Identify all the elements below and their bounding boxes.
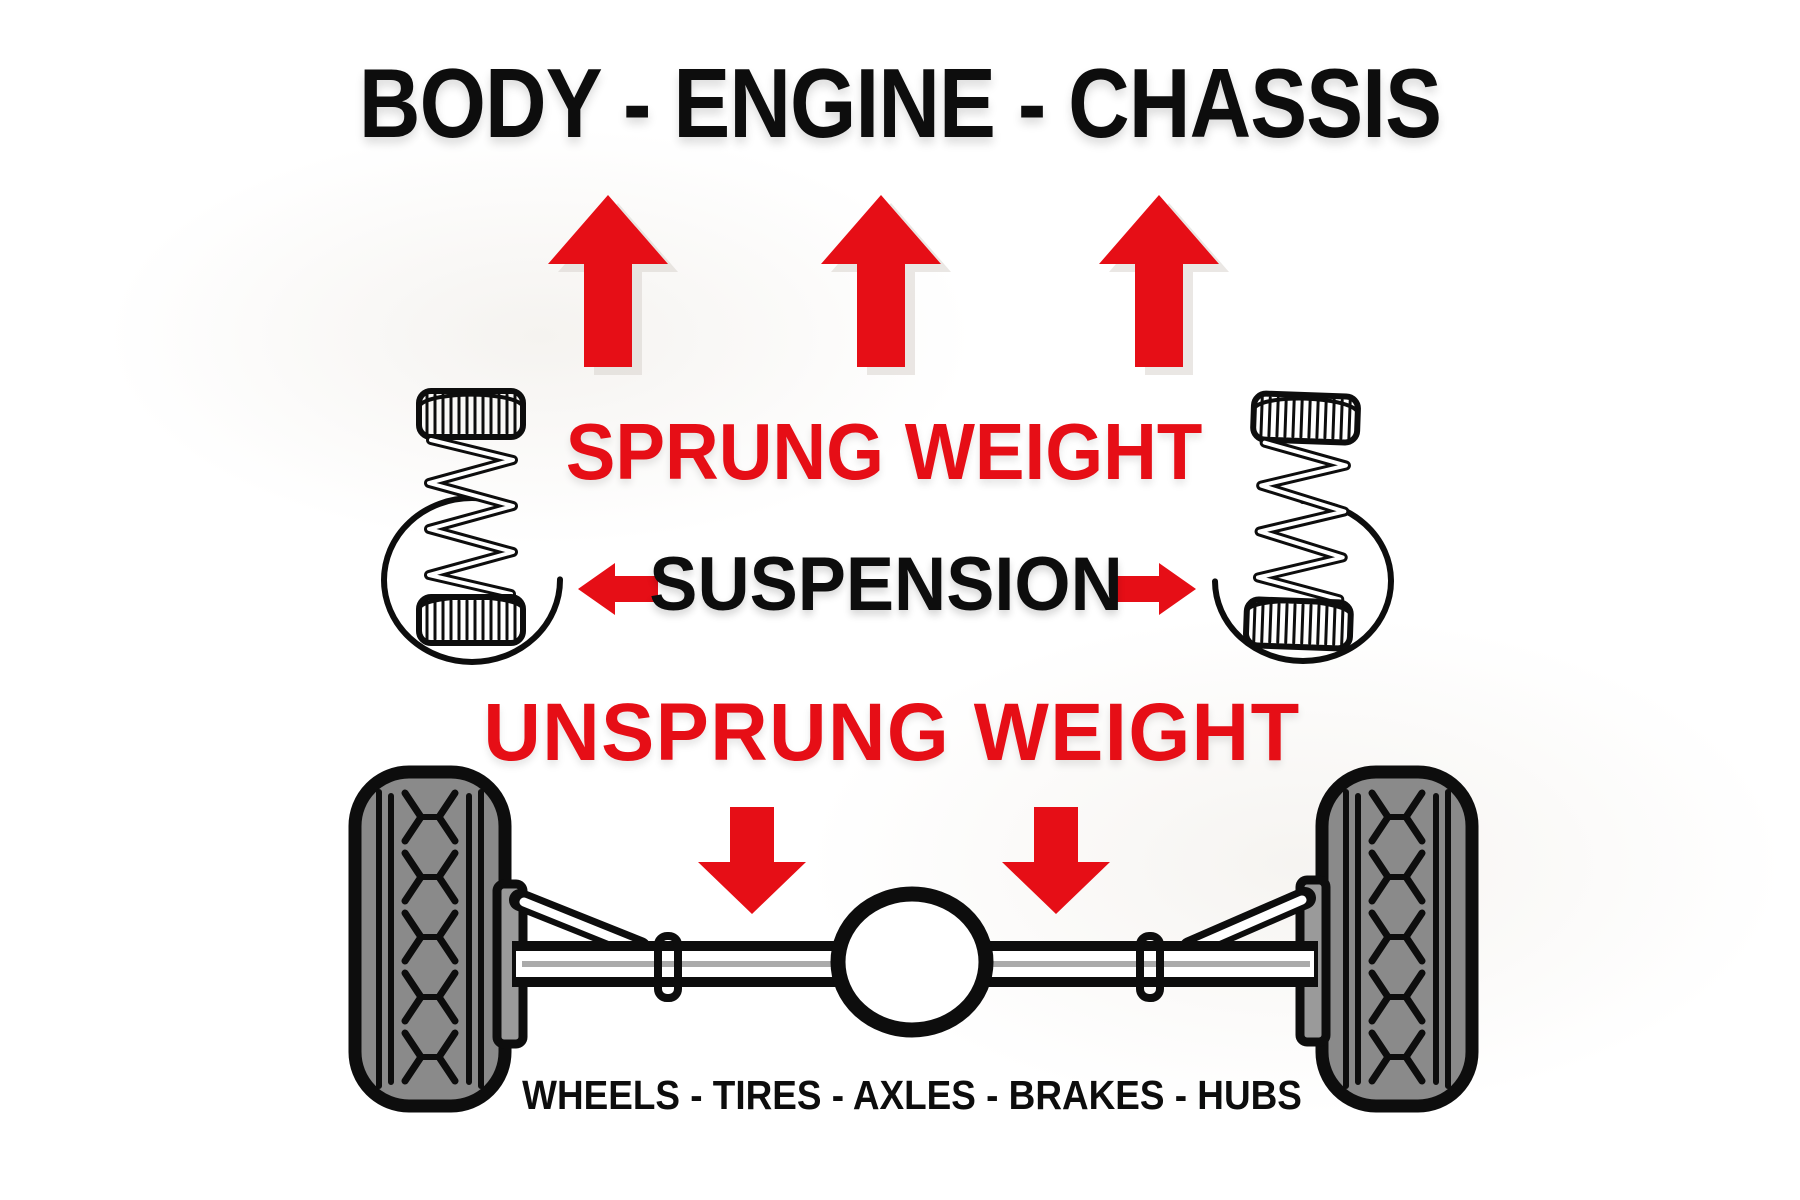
suspension-right-arrow-icon bbox=[1116, 563, 1196, 615]
sprung-weight-label: SPRUNG WEIGHT bbox=[542, 412, 1226, 492]
differential-housing bbox=[830, 886, 994, 1038]
right-wheel-icon bbox=[1322, 772, 1472, 1106]
coil-spring-left bbox=[419, 391, 523, 643]
up-arrow-icon-3 bbox=[1099, 195, 1219, 367]
axle-pin-left bbox=[654, 932, 682, 1002]
solid-axle-illustration bbox=[355, 772, 1472, 1106]
coil-spring-right bbox=[1246, 393, 1359, 648]
left-wheel-icon bbox=[355, 772, 505, 1106]
sprung-up-arrows bbox=[548, 195, 1229, 375]
suspension-text: SUSPENSION bbox=[649, 542, 1123, 627]
unsprung-down-arrows bbox=[698, 807, 1110, 914]
sprung-weight-text: SPRUNG WEIGHT bbox=[565, 407, 1203, 496]
suspension-left-arrow-icon bbox=[578, 563, 658, 615]
suspension-label: SUSPENSION bbox=[637, 547, 1135, 623]
up-arrow-icon-1 bbox=[548, 195, 668, 367]
axle-pin-right bbox=[1136, 932, 1164, 1002]
unsprung-weight-label: UNSPRUNG WEIGHT bbox=[471, 692, 1314, 774]
components-text: WHEELS - TIRES - AXLES - BRAKES - HUBS bbox=[522, 1072, 1302, 1118]
title-body-engine-chassis: BODY - ENGINE - CHASSIS bbox=[278, 54, 1522, 152]
down-arrow-icon-2 bbox=[1002, 807, 1110, 914]
coil-spring-right-icon bbox=[1212, 393, 1394, 664]
down-arrow-icon-1 bbox=[698, 807, 806, 914]
title-text: BODY - ENGINE - CHASSIS bbox=[358, 48, 1442, 158]
up-arrow-icon-2 bbox=[821, 195, 941, 367]
unsprung-components-label: WHEELS - TIRES - AXLES - BRAKES - HUBS bbox=[479, 1075, 1345, 1116]
unsprung-weight-text: UNSPRUNG WEIGHT bbox=[483, 687, 1301, 778]
axle-brace-right-highlight bbox=[1187, 895, 1307, 953]
coil-spring-left-icon bbox=[381, 391, 563, 665]
axle-brace-left-highlight bbox=[519, 897, 643, 953]
